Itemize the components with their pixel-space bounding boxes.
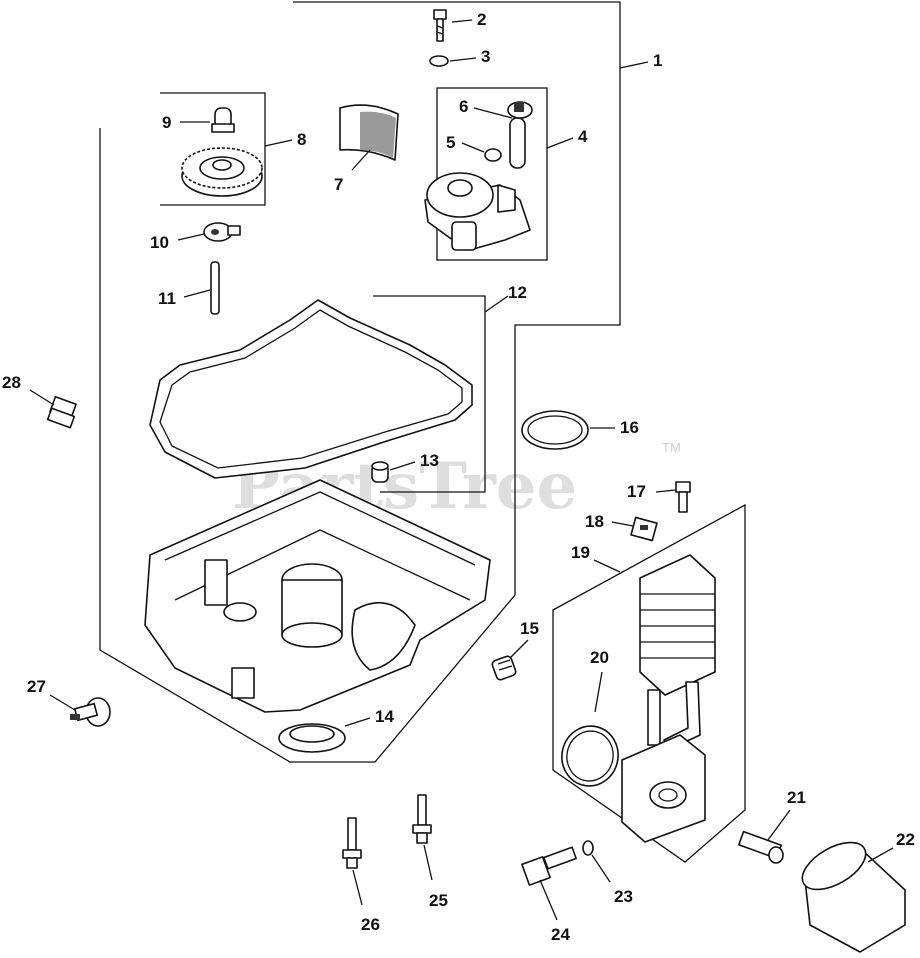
callout-16[interactable]: 16	[620, 418, 639, 437]
oil-pump-group-box	[436, 87, 548, 261]
o-ring-part-23[interactable]	[582, 840, 594, 856]
callout-numbers: 2 3 1 4 6 5 7 8 9 10 11 12 13 14 15 16 1…	[2, 10, 915, 944]
bolt-part-2[interactable]	[433, 9, 447, 42]
callout-18[interactable]: 18	[585, 512, 604, 531]
sensor-part-24[interactable]	[521, 846, 577, 886]
sensor-part-27[interactable]	[70, 697, 111, 727]
washer-part-3[interactable]	[429, 55, 449, 67]
callout-5[interactable]: 5	[446, 133, 455, 152]
callout-2[interactable]: 2	[477, 10, 486, 29]
bearing-part-7[interactable]	[339, 104, 399, 161]
callout-14[interactable]: 14	[375, 707, 394, 726]
callout-21[interactable]: 21	[787, 788, 806, 807]
o-ring-part-5[interactable]	[484, 148, 502, 162]
nipple-part-21[interactable]	[738, 830, 784, 864]
o-ring-part-20[interactable]	[556, 721, 623, 791]
oil-seal-part-14[interactable]	[278, 723, 346, 753]
callout-4[interactable]: 4	[578, 127, 588, 146]
callout-24[interactable]: 24	[551, 925, 570, 944]
gasket-part-12[interactable]	[149, 299, 473, 479]
clip-part-18[interactable]	[630, 516, 658, 542]
callout-3[interactable]: 3	[481, 47, 490, 66]
assembly-outline	[99, 1, 621, 763]
oil-cooler-group-box	[552, 503, 746, 863]
callout-17[interactable]: 17	[627, 482, 646, 501]
washer-part-10[interactable]	[203, 222, 241, 242]
oil-pan-casting[interactable]	[144, 479, 491, 713]
callout-19[interactable]: 19	[571, 543, 590, 562]
callout-22[interactable]: 22	[896, 830, 915, 849]
gasket-part-16[interactable]	[521, 410, 589, 450]
dowel-part-13[interactable]	[371, 461, 389, 483]
shaft-part-9[interactable]	[211, 107, 235, 133]
bolt-part-17[interactable]	[675, 481, 691, 513]
oil-filter-part-22[interactable]	[795, 833, 906, 953]
leader-lines	[29, 19, 894, 921]
oil-pickup-part-6[interactable]	[507, 101, 533, 169]
callout-8[interactable]: 8	[297, 130, 306, 149]
plug-part-28[interactable]	[46, 395, 77, 429]
callout-7[interactable]: 7	[334, 175, 343, 194]
dowel-part-11[interactable]	[210, 261, 220, 315]
callout-11[interactable]: 11	[158, 289, 176, 308]
callout-27[interactable]: 27	[27, 677, 46, 696]
bolt-part-25[interactable]	[412, 794, 432, 844]
callout-13[interactable]: 13	[420, 451, 439, 470]
callout-28[interactable]: 28	[2, 373, 21, 392]
callout-9[interactable]: 9	[162, 113, 171, 132]
bolt-part-26[interactable]	[342, 817, 362, 869]
callout-25[interactable]: 25	[429, 891, 448, 910]
plug-part-15[interactable]	[491, 655, 517, 681]
oil-pump-part-4[interactable]	[424, 172, 531, 251]
callout-20[interactable]: 20	[590, 648, 609, 667]
callout-1[interactable]: 1	[653, 51, 662, 70]
gasket-group-box	[373, 295, 486, 493]
callout-26[interactable]: 26	[361, 915, 380, 934]
callout-15[interactable]: 15	[520, 619, 539, 638]
gear-group-box	[160, 92, 266, 206]
callout-6[interactable]: 6	[459, 97, 468, 116]
callout-10[interactable]: 10	[150, 233, 169, 252]
callout-12[interactable]: 12	[508, 283, 527, 302]
callout-23[interactable]: 23	[614, 887, 633, 906]
oil-cooler-part-19[interactable]	[621, 554, 716, 843]
gear-part-8[interactable]	[181, 147, 263, 197]
watermark-trademark: TM	[662, 440, 681, 455]
